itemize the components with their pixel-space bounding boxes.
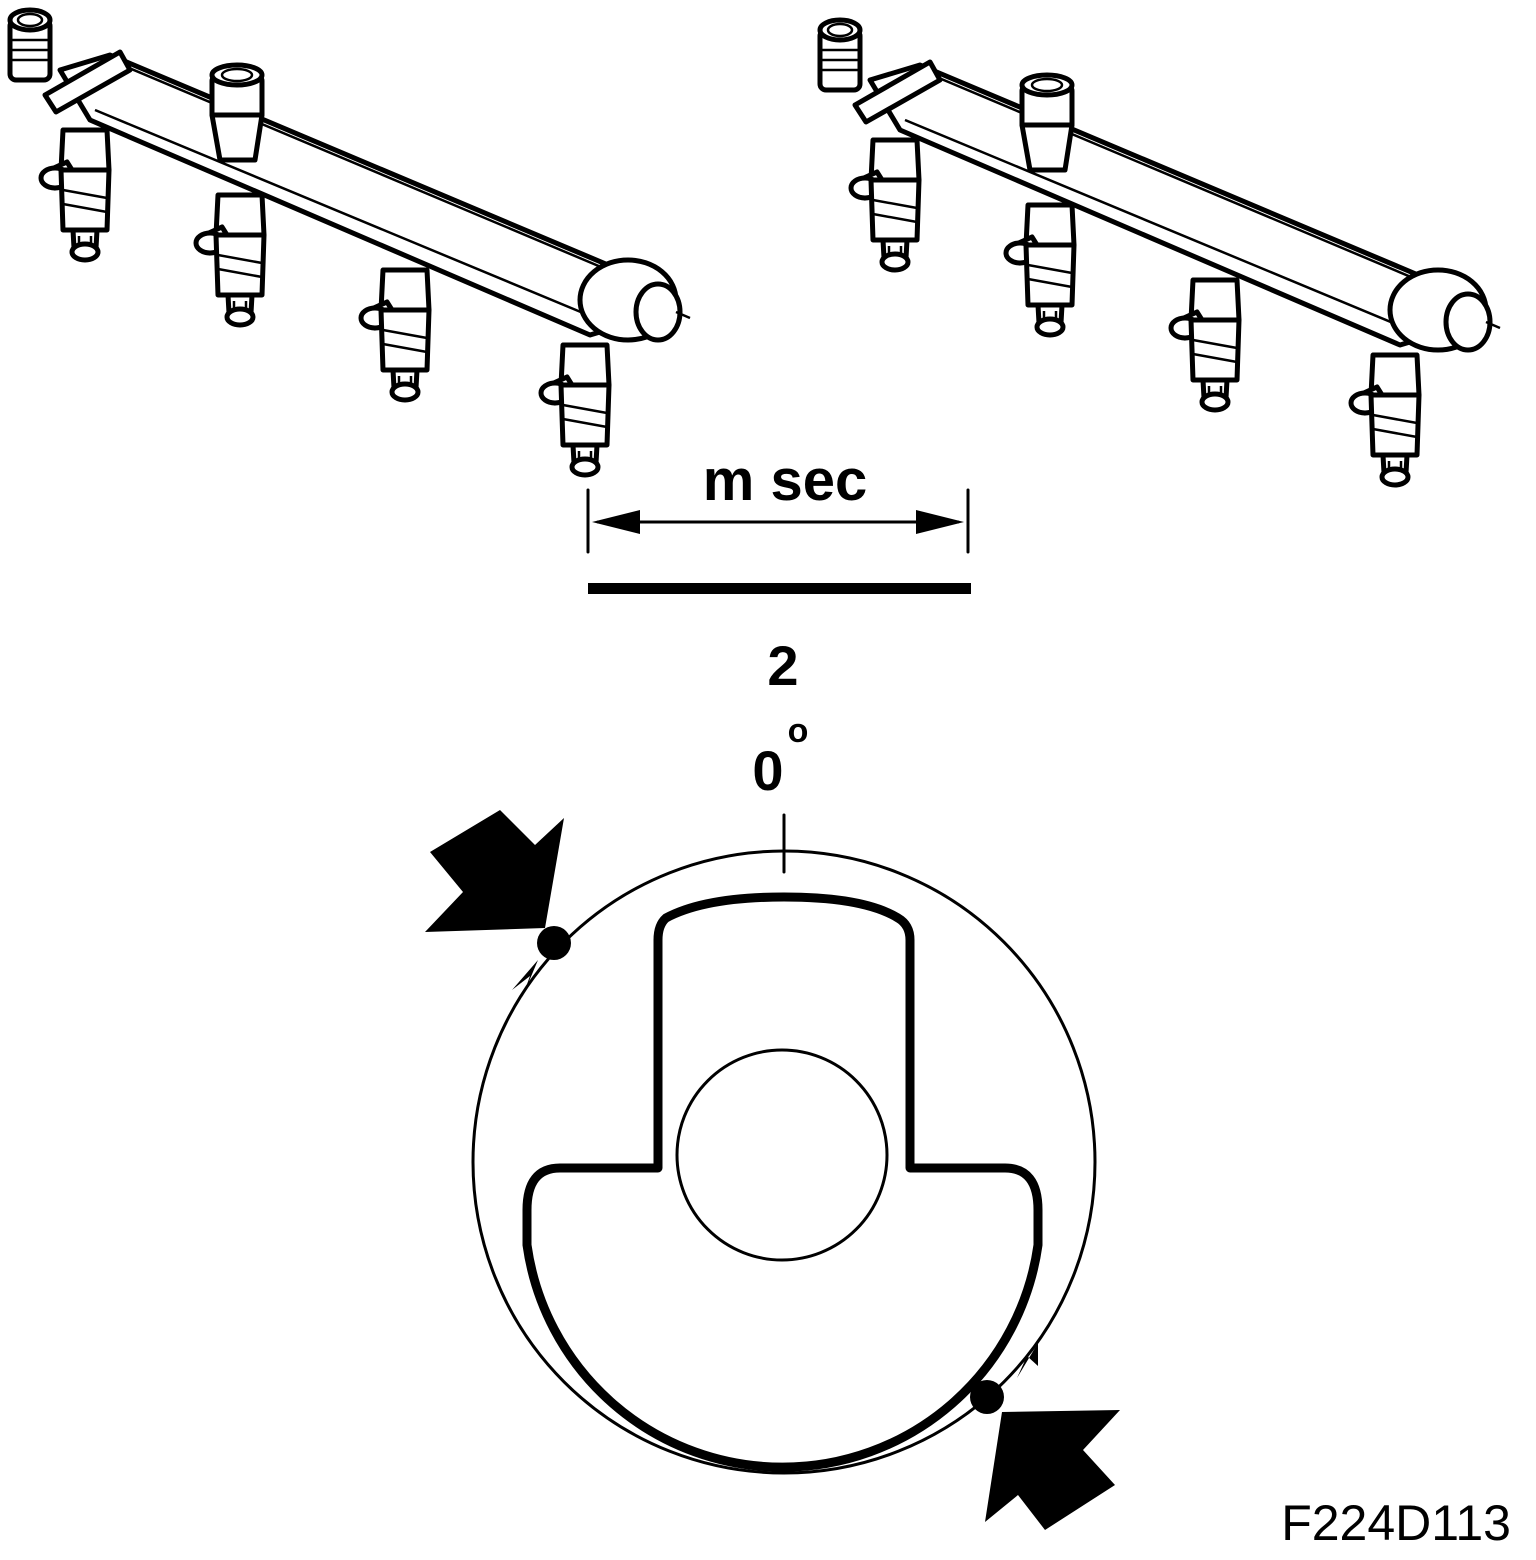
rotation-circle — [471, 849, 1097, 1475]
rotation-arrow-upper — [512, 960, 538, 998]
pointer-arrow-upper — [425, 810, 564, 932]
sensor-point-upper — [537, 926, 571, 960]
trigger-wheel-vane — [522, 892, 1043, 1472]
figure-code: F224D113 — [1281, 1495, 1511, 1551]
rotation-arrow-lower — [1017, 1343, 1038, 1378]
item-number-label: 2 — [767, 634, 798, 697]
fuel-rail-left — [10, 10, 690, 475]
angle-degree-symbol: o — [788, 712, 809, 750]
time-unit-label: m sec — [703, 448, 867, 513]
sensor-point-lower — [970, 1380, 1004, 1414]
angle-value-label: 0 — [752, 739, 783, 802]
fuel-rail-right — [820, 20, 1500, 485]
time-dimension — [586, 488, 970, 554]
pointer-arrow-lower — [985, 1410, 1120, 1530]
hub-circle — [675, 1048, 889, 1262]
separator-bar — [588, 583, 971, 594]
